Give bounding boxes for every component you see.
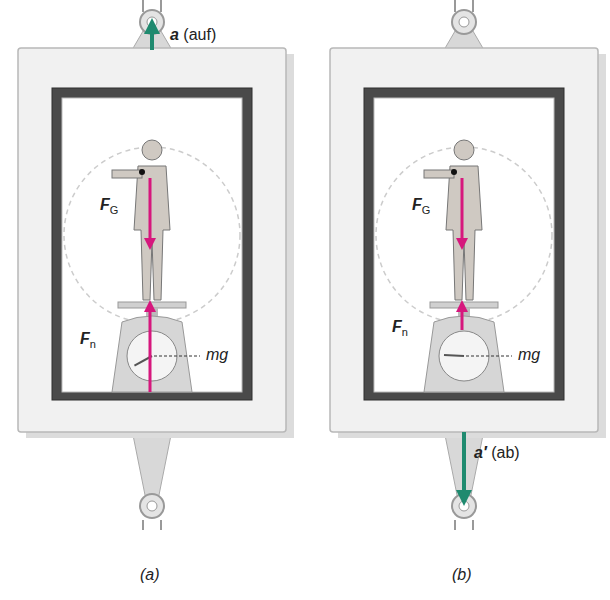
force-label: Fn xyxy=(392,318,408,338)
force-label: Fn xyxy=(80,330,96,350)
weight-label: mg xyxy=(518,346,540,364)
elevator-panel xyxy=(18,0,294,530)
weight-label: mg xyxy=(206,346,228,364)
accel-label: a′ (ab) xyxy=(474,444,520,462)
force-label: FG xyxy=(412,196,430,216)
panel-caption: (a) xyxy=(140,566,160,584)
accel-label: a (auf) xyxy=(170,26,216,44)
elevator-panel xyxy=(330,0,606,530)
force-label: FG xyxy=(100,196,118,216)
panel-caption: (b) xyxy=(452,566,472,584)
